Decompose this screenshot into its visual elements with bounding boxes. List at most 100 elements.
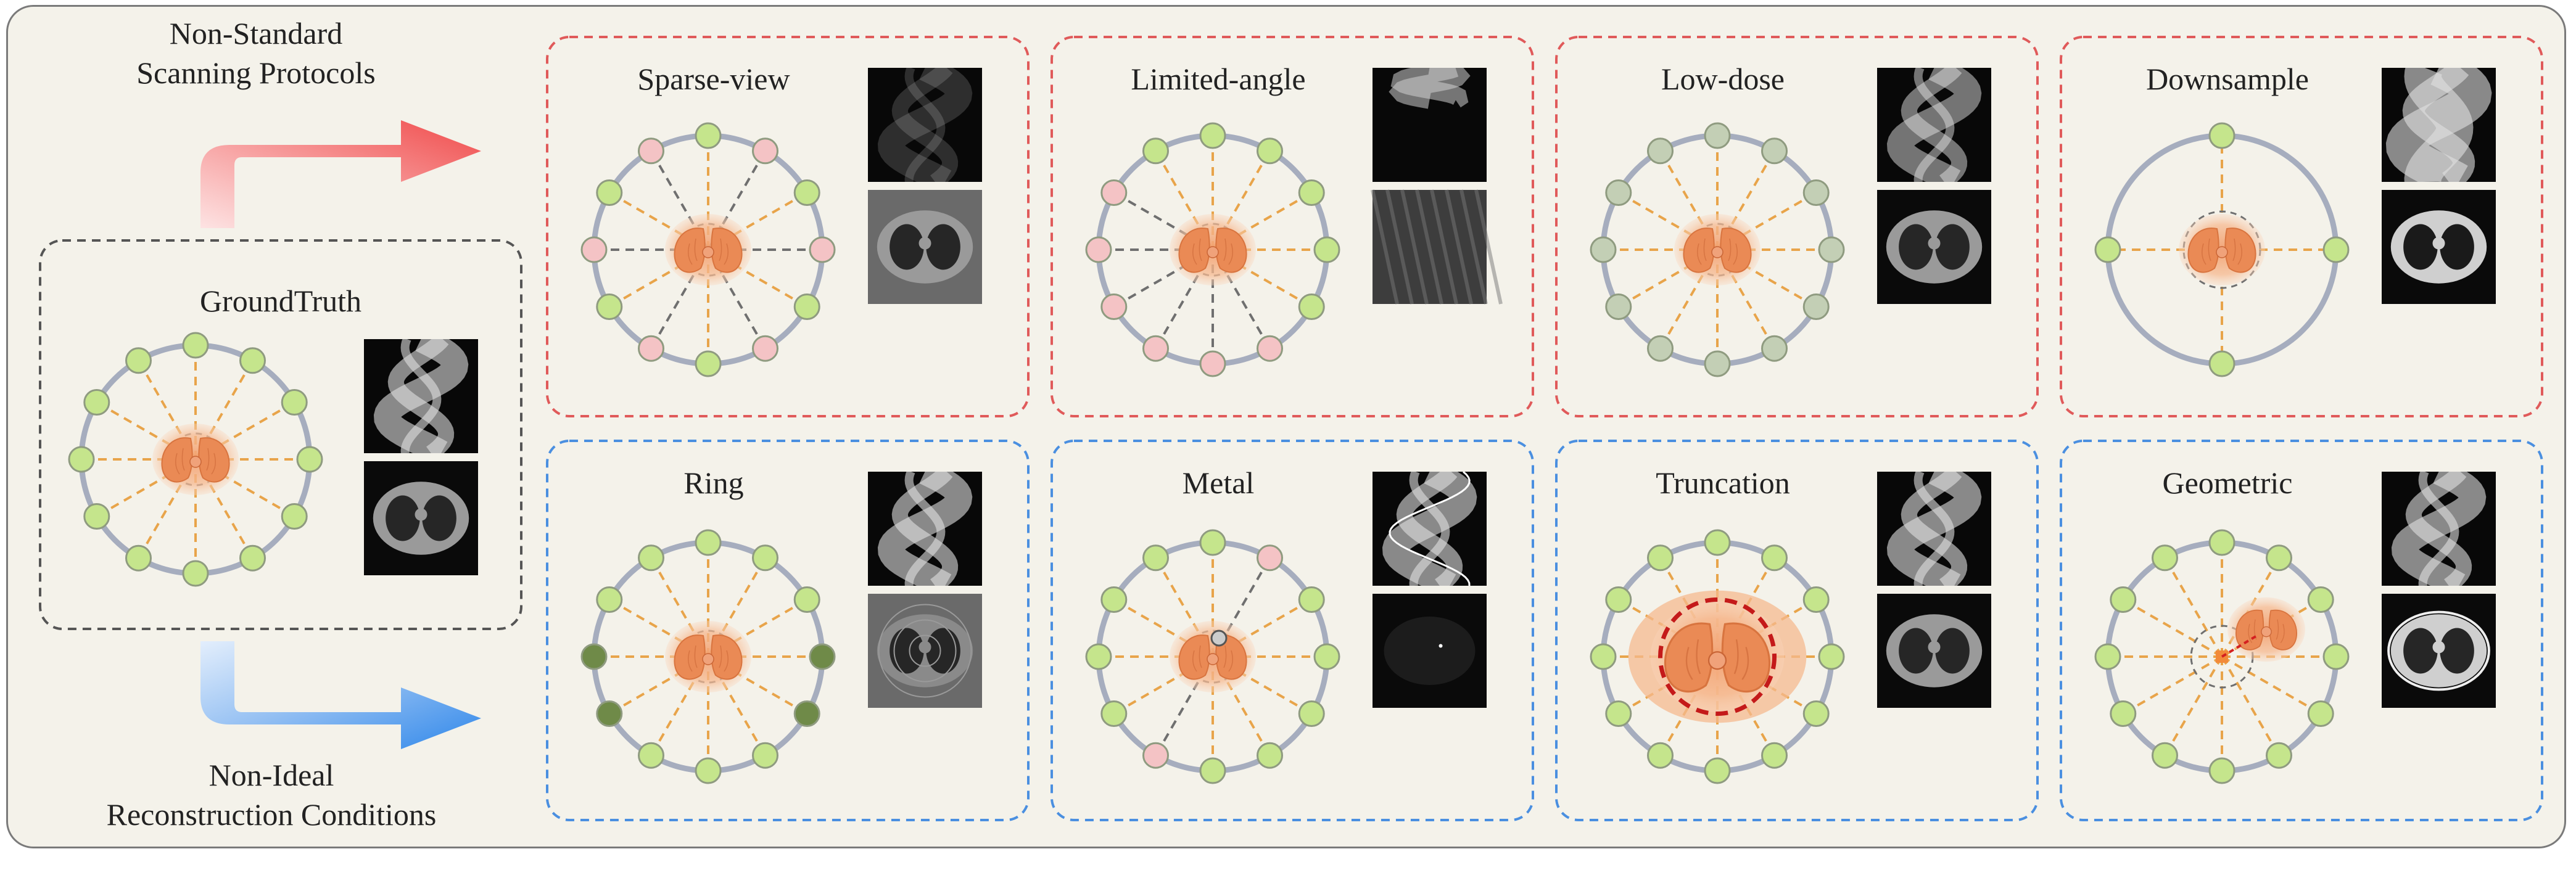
- detector: [2266, 742, 2292, 769]
- ct-reconstruction-thumbnail: [2382, 190, 2496, 304]
- panel-groundtruth: GroundTruth: [39, 239, 522, 630]
- lung-vessels: [688, 238, 729, 265]
- sinogram-thumbnail: [868, 472, 982, 586]
- panel-truncation: Truncation: [1555, 440, 2039, 821]
- ct-lung-right: [1935, 628, 1970, 674]
- detector: [1100, 700, 1128, 727]
- detector: [1100, 179, 1128, 206]
- ct-heart: [919, 641, 931, 654]
- panel-low-dose: Low-dose: [1555, 36, 2039, 417]
- detector: [1761, 137, 1788, 165]
- ct-lung-left: [386, 495, 420, 541]
- panel-border: [2060, 440, 2543, 821]
- detector: [281, 503, 308, 530]
- double-edge: [2387, 610, 2490, 691]
- streak: [1459, 189, 1488, 305]
- sinogram-thumbnail: [2382, 472, 2496, 586]
- detector: [752, 742, 778, 769]
- condition-arrow: [200, 641, 481, 749]
- detector: [2110, 700, 2137, 727]
- detector: [793, 586, 820, 613]
- detector: [1100, 293, 1128, 320]
- lung-cross-section: [665, 214, 751, 285]
- detector: [752, 544, 778, 572]
- streak: [1474, 189, 1503, 305]
- offset-arrow: [2221, 633, 2260, 658]
- detector: [580, 236, 608, 263]
- detector: [1605, 586, 1632, 613]
- lung-cross-section: [152, 424, 239, 495]
- ct-reconstruction-thumbnail: [868, 594, 982, 708]
- detector: [296, 446, 323, 473]
- detector: [793, 700, 820, 727]
- ct-lung-right: [2440, 224, 2474, 270]
- ct-lung-right: [926, 224, 960, 270]
- panel-title: Ring: [683, 466, 743, 500]
- detector: [1802, 586, 1830, 613]
- detector: [1761, 742, 1788, 769]
- detector: [68, 446, 95, 473]
- detector: [596, 293, 623, 320]
- lung-vessels: [1685, 639, 1749, 680]
- sinogram-thumbnail: [1877, 472, 1991, 586]
- detector: [182, 332, 209, 359]
- detector: [1704, 350, 1731, 377]
- detector: [638, 544, 664, 572]
- sinogram-band: [891, 68, 959, 182]
- detector: [596, 700, 623, 727]
- detector: [1142, 544, 1169, 572]
- detector: [596, 586, 623, 613]
- detector: [1818, 643, 1845, 670]
- panel-title: Metal: [1183, 466, 1255, 500]
- ct-heart: [1928, 237, 1941, 250]
- lung-vessels: [2202, 238, 2242, 265]
- detector: [695, 757, 722, 784]
- panel-title: GroundTruth: [200, 284, 361, 318]
- panel-limited-angle: Limited-angle: [1051, 36, 1534, 417]
- sinogram-band: [400, 339, 442, 453]
- sinogram-band: [1901, 68, 1968, 182]
- sinogram-waves: [2385, 68, 2492, 182]
- panel-ring: Ring: [546, 440, 1030, 821]
- panel-border: [39, 239, 522, 630]
- ray: [2163, 557, 2223, 657]
- detector-array: [580, 529, 836, 784]
- detector: [1761, 335, 1788, 362]
- lung-vessels: [1697, 238, 1738, 265]
- detector: [1605, 700, 1632, 727]
- ct-lung-left: [1899, 628, 1933, 674]
- protocol-arrow: [200, 120, 481, 228]
- ct-body: [1384, 617, 1476, 685]
- metal-spot: [1439, 644, 1443, 648]
- detector: [2152, 544, 2178, 572]
- ct-lung-left: [1899, 224, 1933, 270]
- ray: [2122, 598, 2223, 658]
- detector: [2322, 643, 2350, 670]
- detector: [1704, 529, 1731, 556]
- ray: [2221, 656, 2281, 757]
- lung-cross-section: [1170, 621, 1256, 692]
- ct-heart: [415, 508, 427, 521]
- sinogram-band: [904, 472, 946, 586]
- lung-vessels: [1192, 645, 1233, 672]
- spine: [702, 246, 714, 258]
- panel-title: Downsample: [2146, 62, 2309, 96]
- ct-heart: [2432, 641, 2445, 654]
- shifted-lung-cross-section: [2227, 597, 2305, 662]
- detector: [1647, 137, 1674, 165]
- detector: [752, 137, 778, 165]
- detector: [1257, 335, 1283, 362]
- ct-reconstruction-thumbnail: [868, 190, 982, 304]
- detector: [1257, 137, 1283, 165]
- detector: [1298, 179, 1325, 206]
- detector: [596, 179, 623, 206]
- panel-border: [546, 440, 1030, 821]
- lung-cross-section: [665, 621, 751, 692]
- lung-cross-section: [1170, 214, 1256, 285]
- panel-metal: Metal: [1051, 440, 1534, 821]
- detector: [1298, 700, 1325, 727]
- sinogram-band: [1409, 472, 1450, 586]
- lung-cross-section: [2179, 214, 2265, 285]
- panel-title: Low-dose: [1661, 62, 1785, 96]
- ct-lung-left: [2403, 224, 2438, 270]
